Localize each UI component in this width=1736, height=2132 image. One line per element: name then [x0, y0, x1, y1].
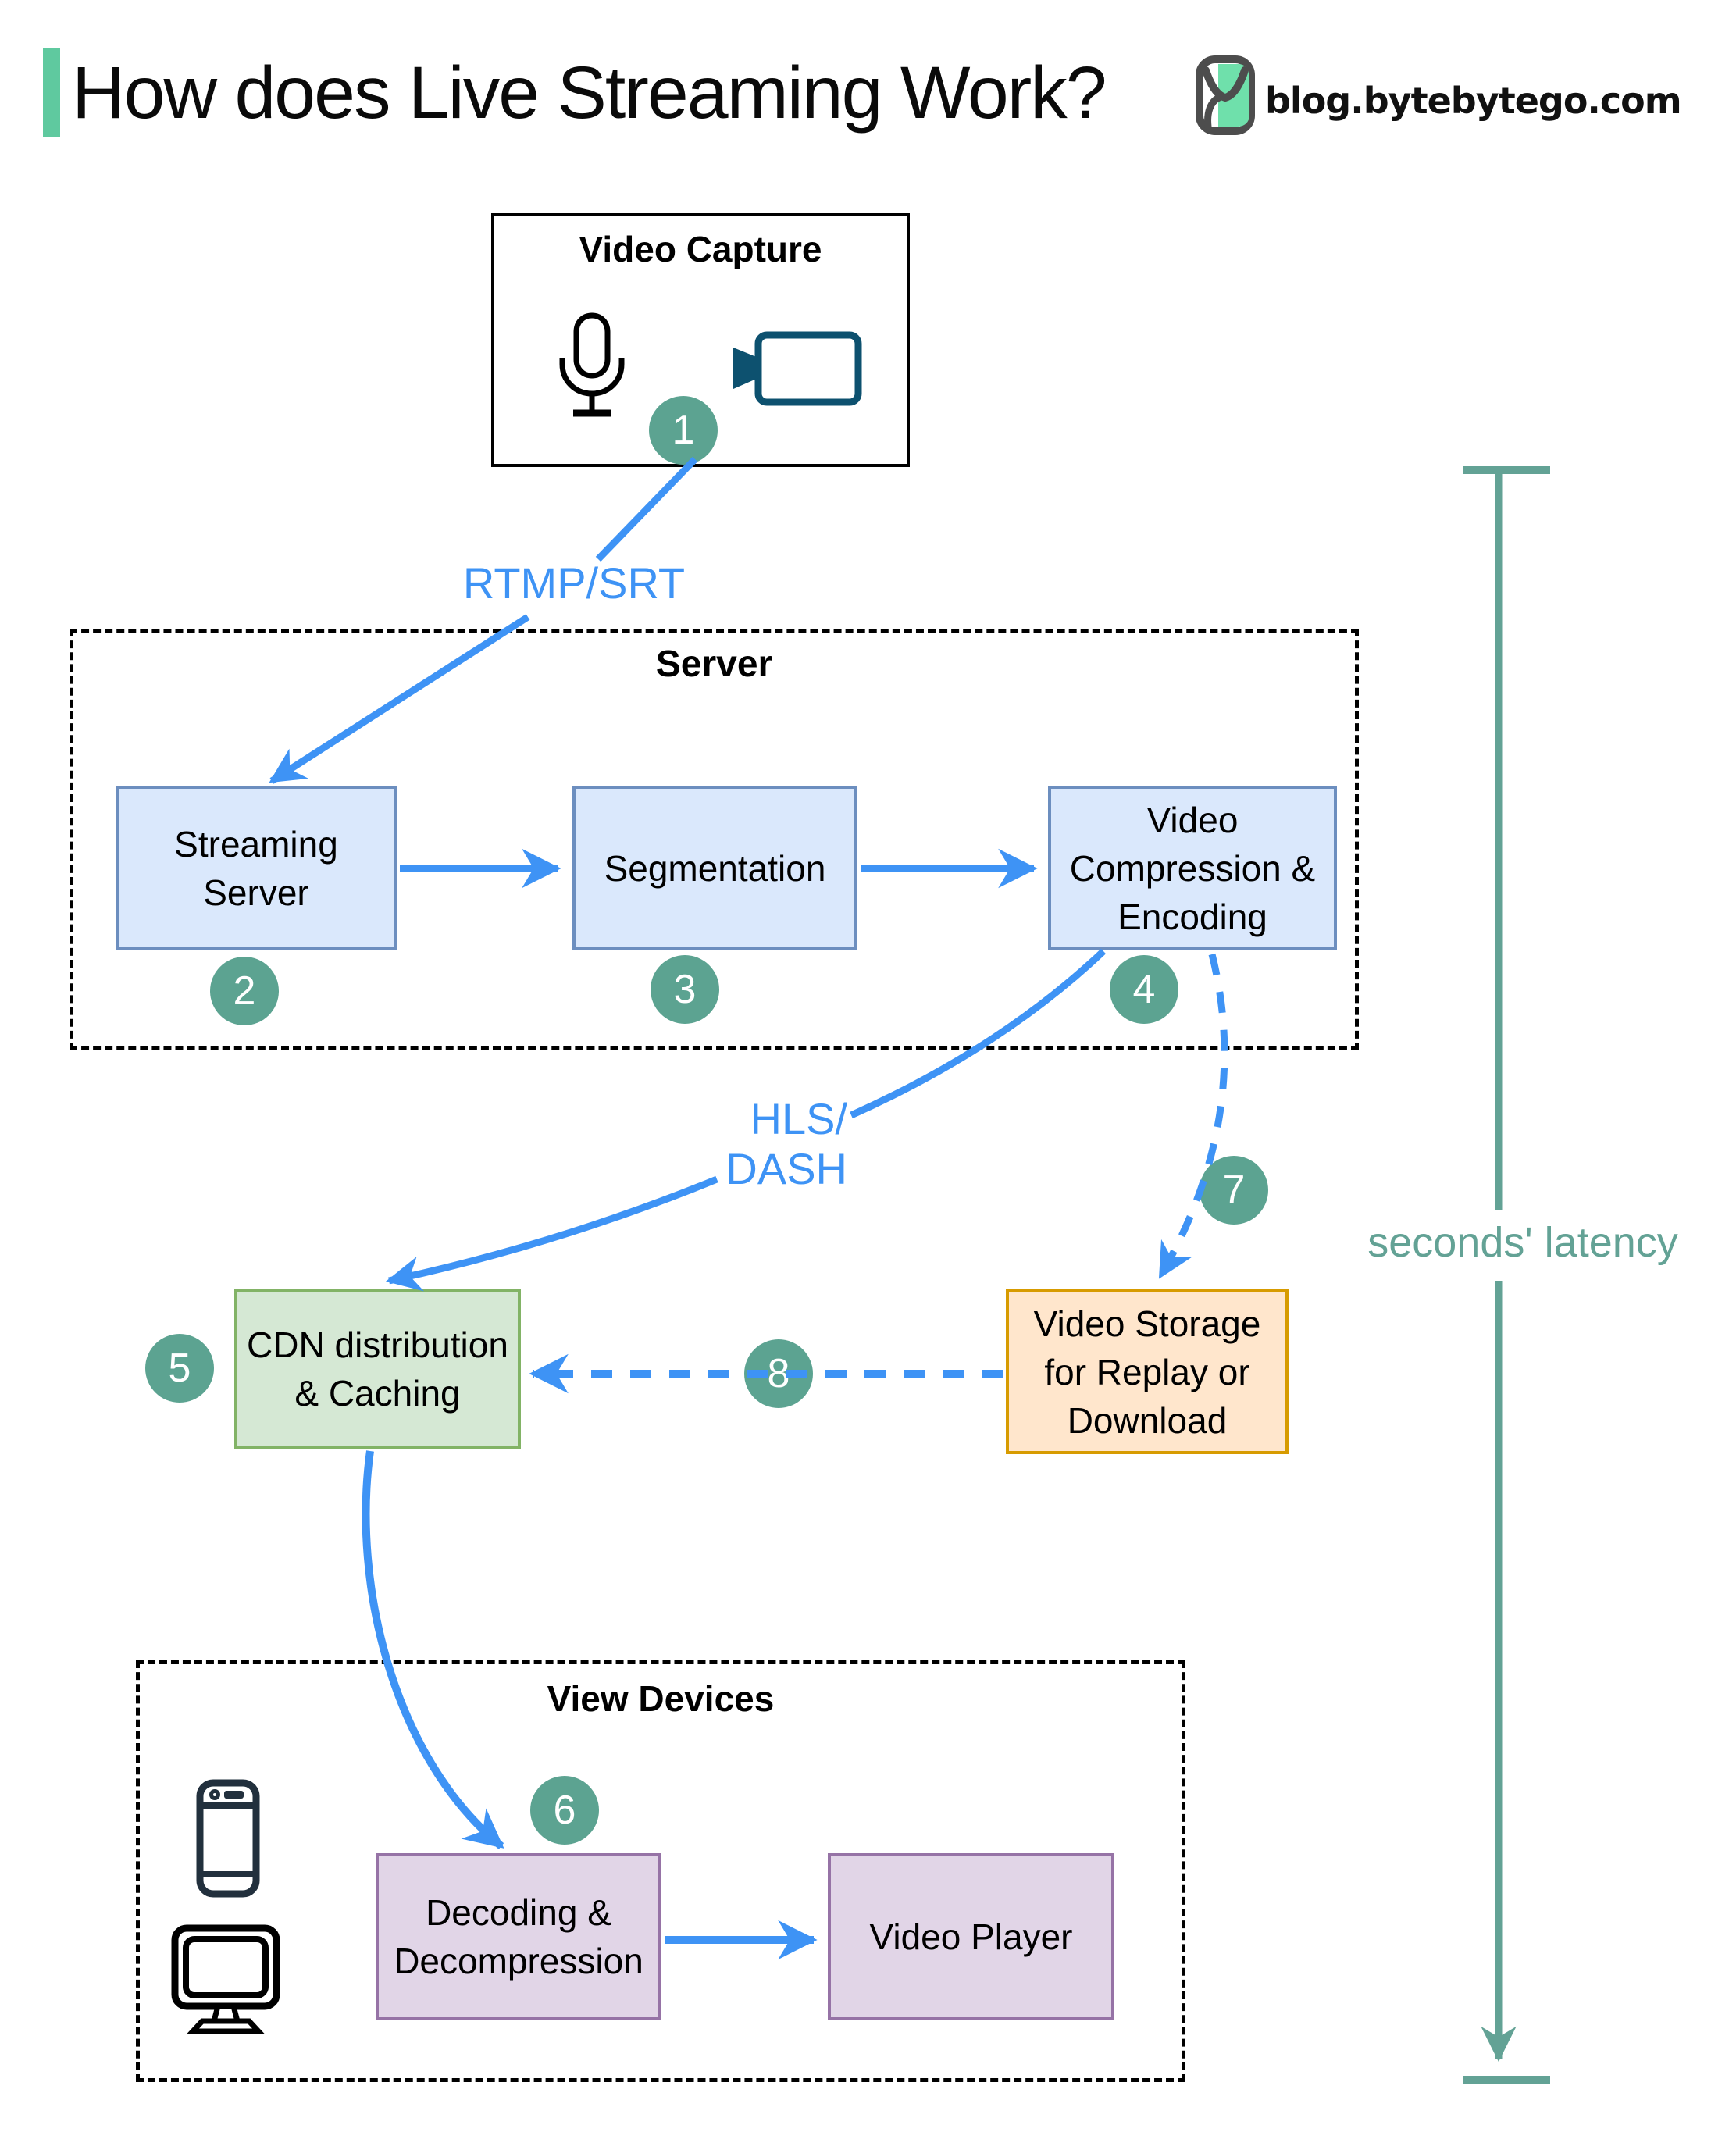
- view-devices-group-box: [136, 1660, 1185, 2082]
- streaming-server-node: Streaming Server: [116, 786, 397, 950]
- server-group-box: [70, 629, 1359, 1050]
- step-badge-3: 3: [651, 955, 719, 1024]
- segmentation-node: Segmentation: [572, 786, 857, 950]
- hls-label-line2: DASH: [725, 1144, 847, 1193]
- decoding-label-line2: Decompression: [394, 1941, 643, 1981]
- segmentation-label: Segmentation: [604, 847, 826, 889]
- page-title: How does Live Streaming Work?: [72, 52, 1107, 134]
- step-badge-1: 1: [649, 396, 718, 465]
- server-group-title: Server: [655, 644, 773, 685]
- cdn-label-line2: & Caching: [294, 1373, 461, 1414]
- latency-label: seconds' latency: [1367, 1219, 1678, 1266]
- title-accent-bar: [43, 48, 60, 137]
- decoding-label-line1: Decoding &: [426, 1892, 611, 1933]
- mic-icon: [559, 312, 625, 417]
- storage-label-line3: Download: [1067, 1399, 1228, 1441]
- step-badge-6: 6: [530, 1776, 599, 1845]
- smartphone-icon: [196, 1779, 260, 1898]
- video-capture-title: Video Capture: [579, 229, 822, 269]
- monitor-icon: [171, 1924, 280, 2034]
- video-compression-node: Video Compression & Encoding: [1048, 786, 1337, 950]
- bytebytego-logo-icon: [1196, 55, 1255, 135]
- video-camera-icon: [733, 331, 862, 406]
- step-badge-8: 8: [744, 1339, 813, 1408]
- step-badge-7: 7: [1200, 1156, 1268, 1225]
- site-url-label: blog.bytebytego.com: [1265, 80, 1682, 122]
- storage-label-line2: for Replay or: [1044, 1351, 1250, 1392]
- view-devices-group-title: View Devices: [547, 1678, 775, 1719]
- cdn-label-line1: CDN distribution: [247, 1324, 508, 1365]
- step-badge-5: 5: [145, 1334, 214, 1403]
- streaming-server-label-line1: Streaming: [174, 823, 338, 865]
- video-player-label: Video Player: [869, 1916, 1073, 1957]
- streaming-server-label-line2: Server: [203, 872, 309, 913]
- hls-label-line1: HLS/: [750, 1094, 848, 1143]
- compression-label-line3: Encoding: [1118, 896, 1267, 937]
- storage-label-line1: Video Storage: [1033, 1303, 1261, 1344]
- video-storage-node: Video Storage for Replay or Download: [1006, 1289, 1289, 1454]
- compression-label-line1: Video: [1146, 799, 1239, 840]
- video-player-node: Video Player: [828, 1853, 1114, 2020]
- rtmp-srt-label: RTMP/SRT: [462, 558, 686, 608]
- compression-label-line2: Compression &: [1069, 847, 1316, 889]
- step-badge-4: 4: [1110, 955, 1178, 1024]
- arrow-capture-to-server-seg1: [595, 456, 698, 562]
- decoding-node: Decoding & Decompression: [376, 1853, 661, 2020]
- step-badge-2: 2: [210, 957, 279, 1025]
- arrow-compression-to-cdn-seg2: [385, 1175, 718, 1292]
- cdn-node: CDN distribution & Caching: [234, 1289, 521, 1449]
